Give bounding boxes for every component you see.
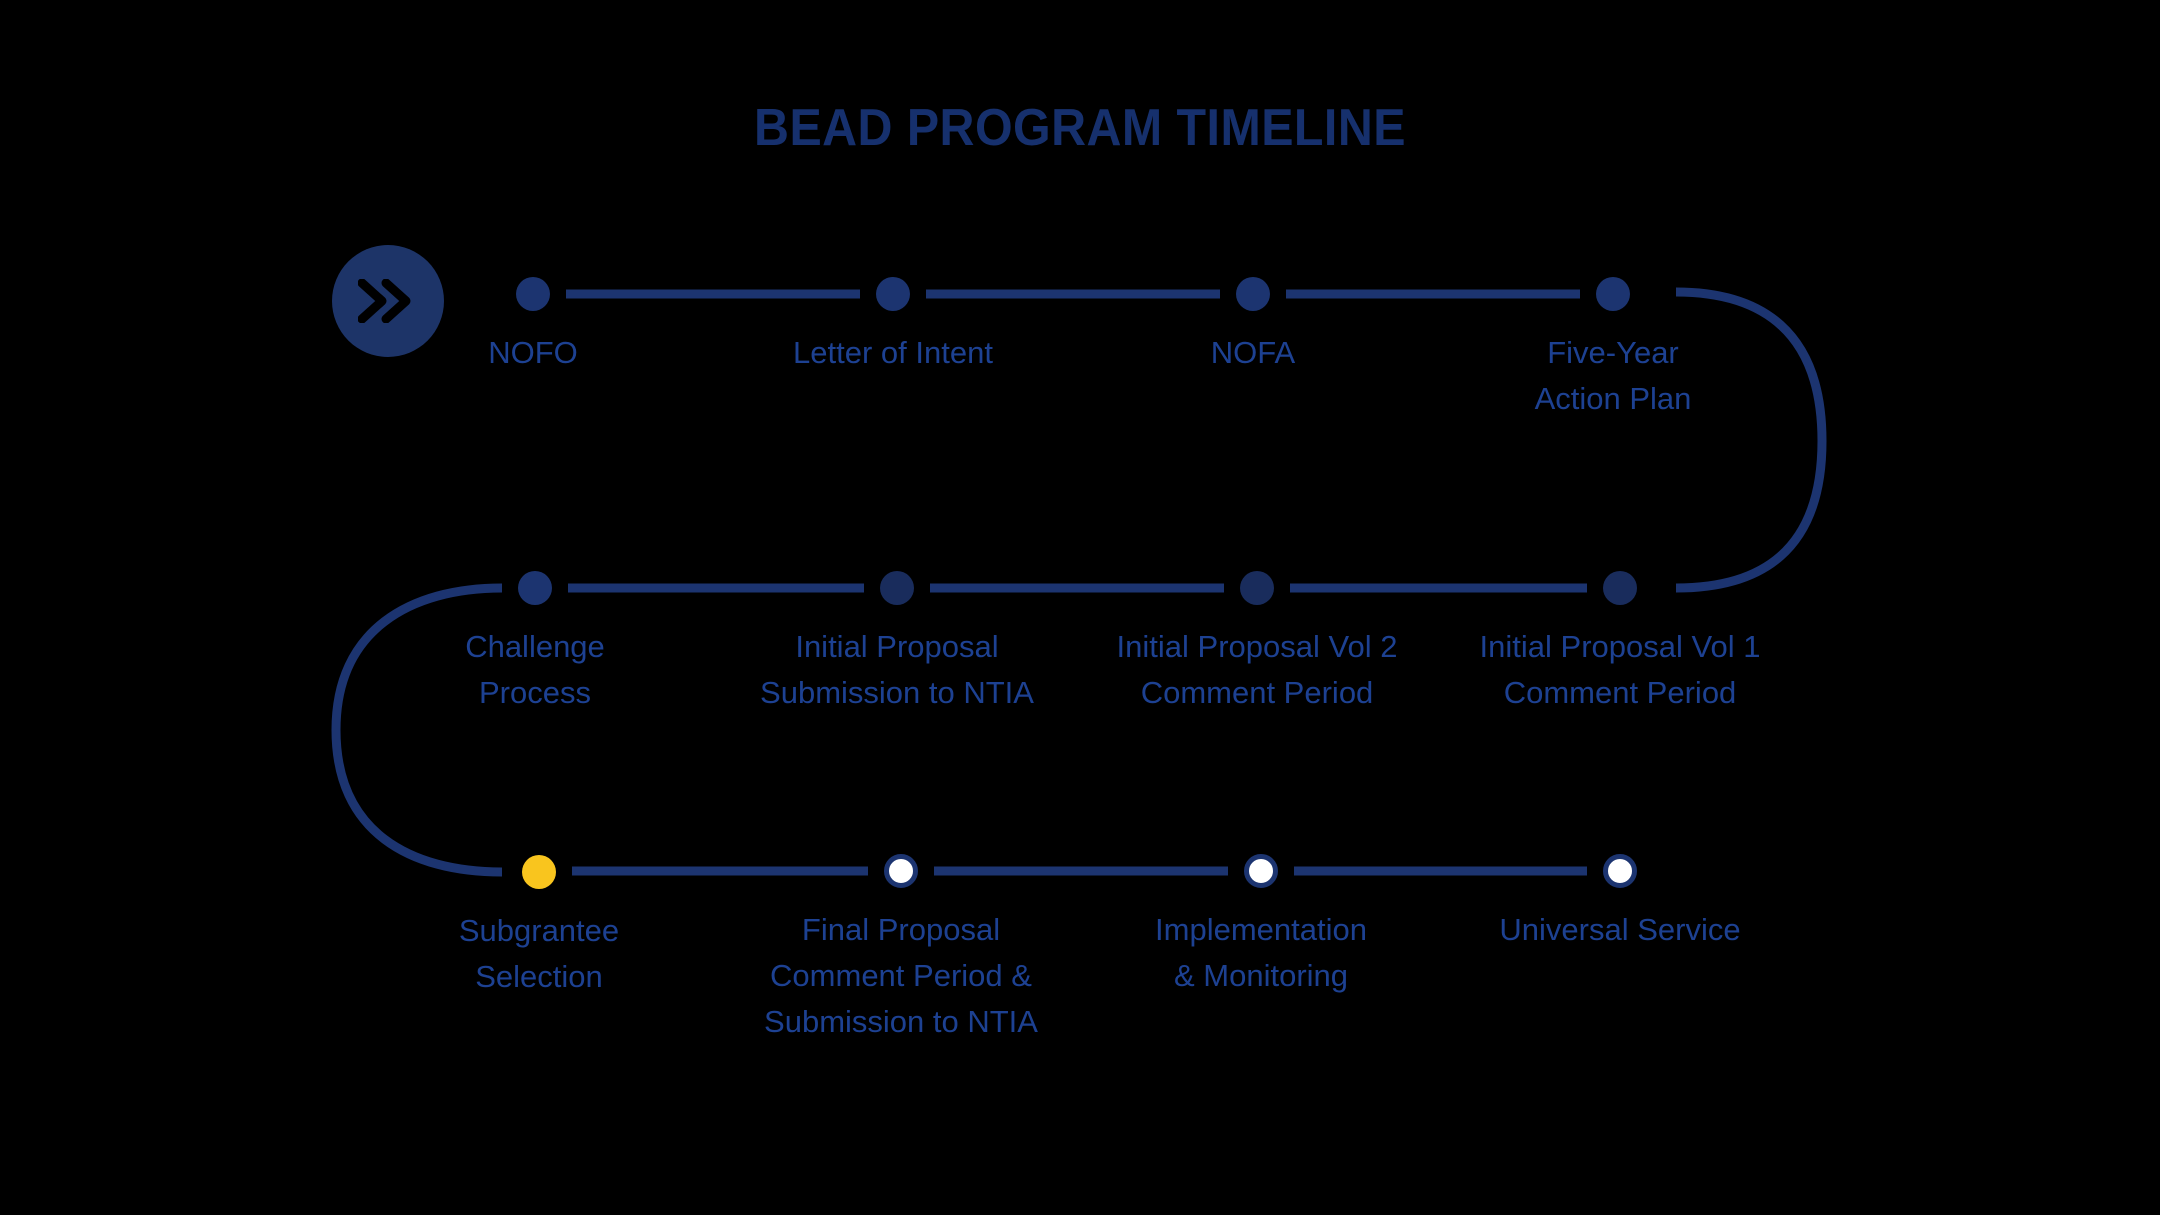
- node-marker-current: [522, 855, 556, 889]
- node-marker: [518, 571, 552, 605]
- node-label: NOFA: [1210, 335, 1296, 370]
- node-label: NOFO: [488, 335, 578, 370]
- node-label: Universal Service: [1499, 912, 1741, 947]
- node-marker: [1596, 277, 1630, 311]
- node-label: Initial Proposal Vol 1 Comment Period: [1479, 629, 1761, 710]
- timeline-start-badge: [332, 245, 444, 357]
- node-marker: [1236, 277, 1270, 311]
- node-label: Five-Year Action Plan: [1534, 335, 1692, 416]
- node-label: Challenge Process: [465, 629, 605, 710]
- node-marker: [880, 571, 914, 605]
- node-label: Implementation & Monitoring: [1155, 912, 1367, 993]
- node-marker: [1603, 854, 1637, 888]
- node-marker: [1240, 571, 1274, 605]
- node-label: Subgrantee Selection: [458, 913, 620, 994]
- node-marker: [876, 277, 910, 311]
- node-label: Initial Proposal Vol 2 Comment Period: [1116, 629, 1398, 710]
- double-chevron-right-icon: [358, 279, 411, 323]
- node-marker: [516, 277, 550, 311]
- node-marker: [1603, 571, 1637, 605]
- node-label: Initial Proposal Submission to NTIA: [760, 629, 1034, 710]
- node-marker: [884, 854, 918, 888]
- node-label: Final Proposal Comment Period & Submissi…: [764, 912, 1038, 1039]
- node-label: Letter of Intent: [793, 335, 993, 370]
- node-marker: [1244, 854, 1278, 888]
- page-title: BEAD PROGRAM TIMELINE: [754, 99, 1406, 157]
